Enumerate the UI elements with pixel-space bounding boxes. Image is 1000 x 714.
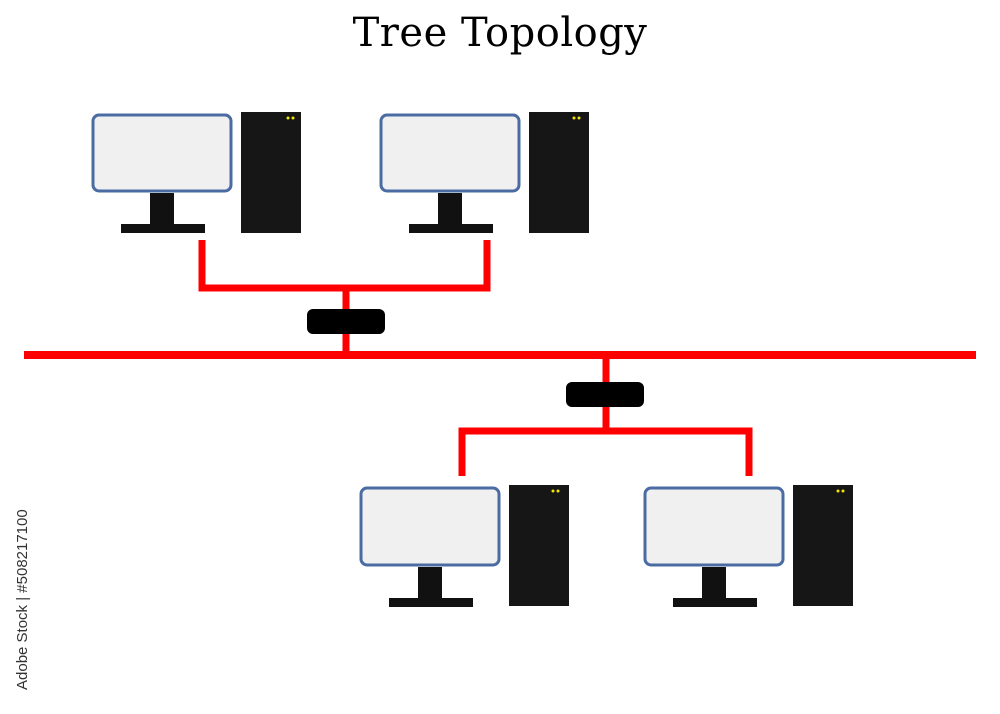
hub-2-icon [566, 382, 644, 407]
computer-3 [359, 485, 569, 607]
monitor-screen [91, 113, 233, 193]
tower-led [572, 116, 576, 120]
hub-2-branch-cable [458, 427, 753, 476]
monitor-screen [643, 486, 785, 567]
hub-1-icon [307, 309, 385, 334]
monitor-neck [702, 567, 726, 599]
tower-case [529, 112, 589, 233]
computer-2 [379, 112, 589, 233]
tower-led [286, 116, 290, 120]
monitor-base [409, 224, 493, 233]
monitor-neck [418, 567, 442, 599]
tower-case [241, 112, 301, 233]
monitor-screen [359, 486, 501, 567]
diagram-title: Tree Topology [352, 10, 648, 56]
tower-led [551, 489, 555, 493]
tower-led [291, 116, 295, 120]
hub-1-branch-cable [198, 240, 491, 292]
computer-4 [643, 485, 853, 607]
monitor-base [389, 598, 473, 607]
monitor-neck [438, 193, 462, 225]
tower-case [509, 485, 569, 606]
computer-1 [91, 112, 301, 233]
monitor-screen [379, 113, 521, 193]
tower-led [577, 116, 581, 120]
monitor-base [673, 598, 757, 607]
monitor-neck [150, 193, 174, 225]
monitor-base [121, 224, 205, 233]
tower-led [841, 489, 845, 493]
stock-watermark-id: Adobe Stock | #508217100 [14, 509, 31, 690]
tower-case [793, 485, 853, 606]
tower-led [556, 489, 560, 493]
tower-led [836, 489, 840, 493]
